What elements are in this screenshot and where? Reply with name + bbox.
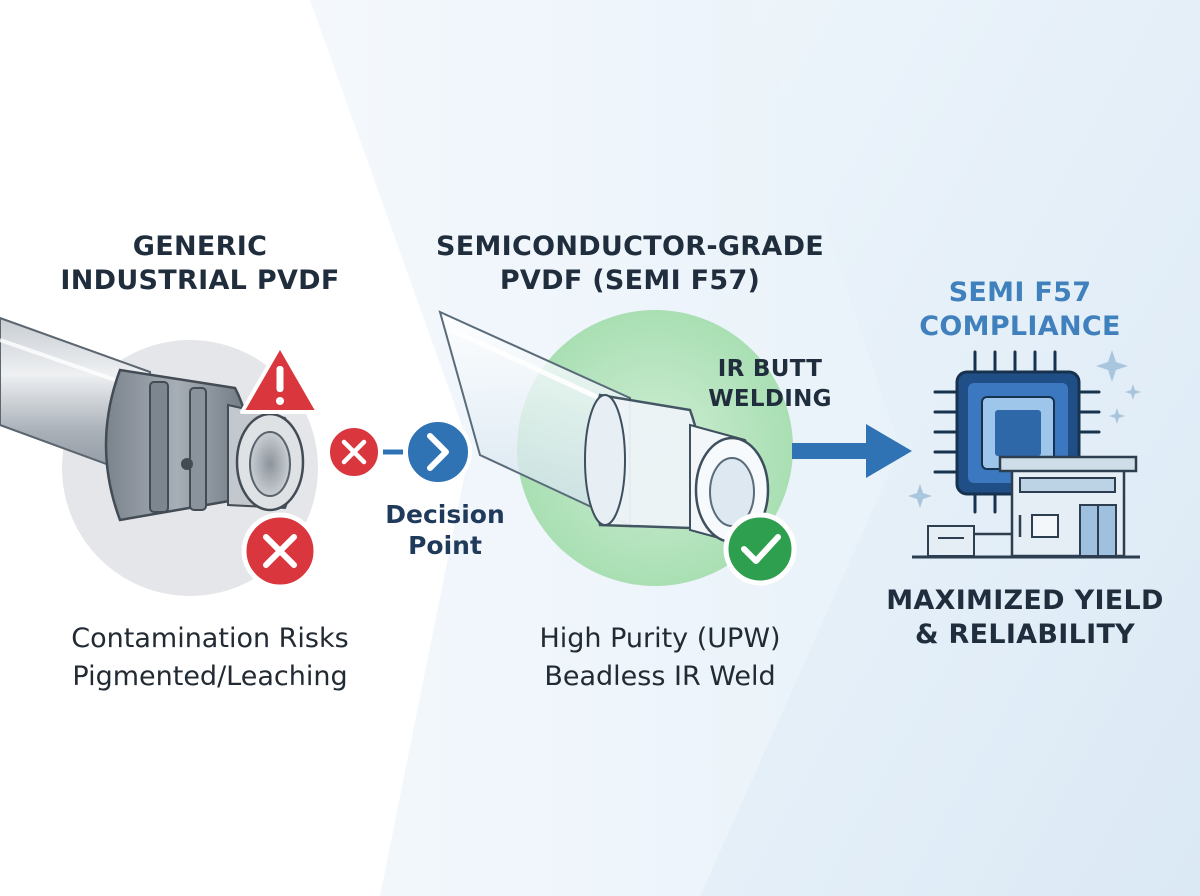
compliance-title-line-1: SEMI F57 xyxy=(948,277,1092,308)
compliance-title: SEMI F57 COMPLIANCE xyxy=(900,276,1140,344)
generic-caption-line-1: Contamination Risks xyxy=(71,623,349,654)
semiconductor-caption: High Purity (UPW) Beadless IR Weld xyxy=(490,620,830,696)
compliance-caption-line-2: & RELIABILITY xyxy=(914,619,1136,650)
generic-title-line-1: GENERIC xyxy=(132,231,268,262)
compliance-caption: MAXIMIZED YIELD & RELIABILITY xyxy=(880,584,1170,652)
semiconductor-caption-line-1: High Purity (UPW) xyxy=(539,623,781,654)
warning-triangle-icon xyxy=(240,344,320,414)
chevron-right-icon xyxy=(404,418,472,486)
check-circle-icon xyxy=(723,512,797,586)
generic-caption: Contamination Risks Pigmented/Leaching xyxy=(40,620,380,696)
compliance-title-line-2: COMPLIANCE xyxy=(919,311,1121,342)
sparkle-icon xyxy=(908,350,1141,508)
generic-title: GENERIC INDUSTRIAL PVDF xyxy=(60,230,340,298)
background-right-band xyxy=(700,0,1200,896)
compliance-caption-line-1: MAXIMIZED YIELD xyxy=(886,585,1164,616)
decision-label-line-2: Point xyxy=(408,531,482,560)
fab-building-icon xyxy=(912,455,1140,559)
process-label-line-2: WELDING xyxy=(708,386,832,412)
semiconductor-caption-line-2: Beadless IR Weld xyxy=(544,661,776,692)
x-circle-icon xyxy=(241,512,319,590)
semiconductor-title-line-2: PVDF (SEMI F57) xyxy=(499,265,761,296)
arrow-right-icon xyxy=(792,424,912,478)
generic-title-line-2: INDUSTRIAL PVDF xyxy=(60,265,340,296)
semiconductor-title-line-1: SEMICONDUCTOR-GRADE xyxy=(435,231,825,262)
decision-connector xyxy=(326,418,472,486)
process-label: IR BUTT WELDING xyxy=(690,354,850,414)
x-circle-icon xyxy=(326,424,382,480)
process-label-line-1: IR BUTT xyxy=(717,356,823,382)
generic-caption-line-2: Pigmented/Leaching xyxy=(72,661,348,692)
semiconductor-title: SEMICONDUCTOR-GRADE PVDF (SEMI F57) xyxy=(430,230,830,298)
decision-label: Decision Point xyxy=(360,499,530,561)
decision-label-line-1: Decision xyxy=(385,500,505,529)
semiconductor-pipe-illustration xyxy=(438,310,793,586)
